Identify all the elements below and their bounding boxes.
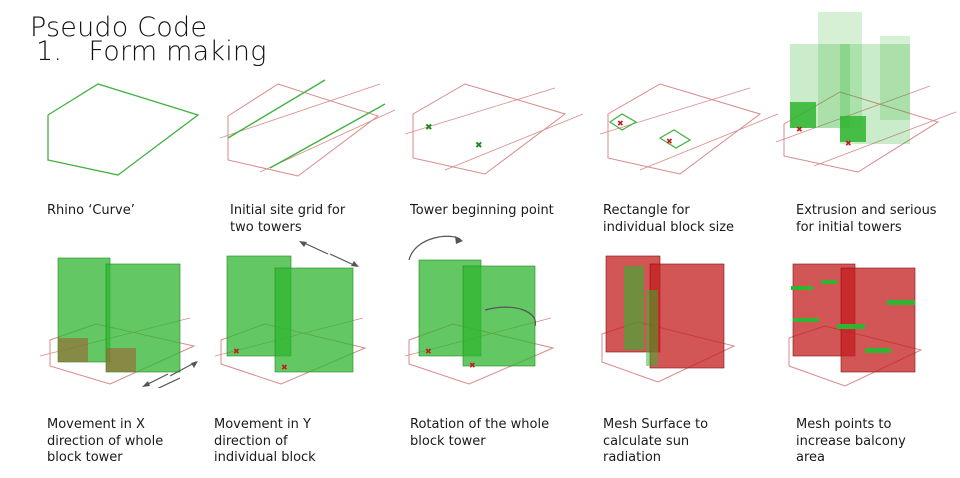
caption-rotation: Rotation of the whole block tower [410,417,550,449]
caption-tower-point: Tower beginning point [410,203,554,218]
diagram-mesh-surface [598,250,738,390]
caption-movement-y: Movement in Y direction of individual bl… [214,417,316,465]
svg-text:✖: ✖ [796,125,803,134]
arrow-x-movement [140,360,200,390]
caption-site-grid: Initial site grid for two towers [230,203,346,235]
diagram-rotation: ✖ ✖ [405,230,585,390]
svg-text:✖: ✖ [475,141,483,151]
caption-mesh-points: Mesh points to increase balcony area [796,417,906,465]
diagram-movement-x [40,248,210,388]
svg-text:✖: ✖ [425,123,433,133]
page-title: Pseudo Code [30,12,208,43]
svg-text:✖: ✖ [233,347,240,356]
caption-mesh-surface: Mesh Surface to calculate sun radiation [603,417,709,465]
diagram-mesh-points [785,258,925,398]
section-number: 1. [36,36,63,67]
svg-text:✖: ✖ [845,139,852,148]
svg-text:✖: ✖ [617,119,624,128]
svg-text:✖: ✖ [666,137,673,146]
diagram-site-grid [220,76,400,186]
svg-text:✖: ✖ [425,347,432,356]
caption-movement-x: Movement in X direction of whole block t… [47,417,164,465]
diagram-tower-points: ✖ ✖ [405,78,585,188]
section-heading: 1. Form making [36,36,267,67]
diagram-extrusion: ✖ ✖ [770,4,960,179]
arrow-y-movement [298,240,360,268]
section-title: Form making [88,36,267,67]
caption-rectangle: Rectangle for individual block size [603,203,735,235]
caption-extrusion: Extrusion and serious for initial towers [796,203,937,235]
svg-text:✖: ✖ [469,361,476,370]
diagram-rhino-curve [40,80,210,180]
diagram-movement-y: ✖ ✖ [215,238,375,388]
svg-text:✖: ✖ [281,363,288,372]
diagram-block-rectangles: ✖ ✖ [600,78,780,188]
caption-rhino-curve: Rhino ‘Curve’ [47,203,135,218]
